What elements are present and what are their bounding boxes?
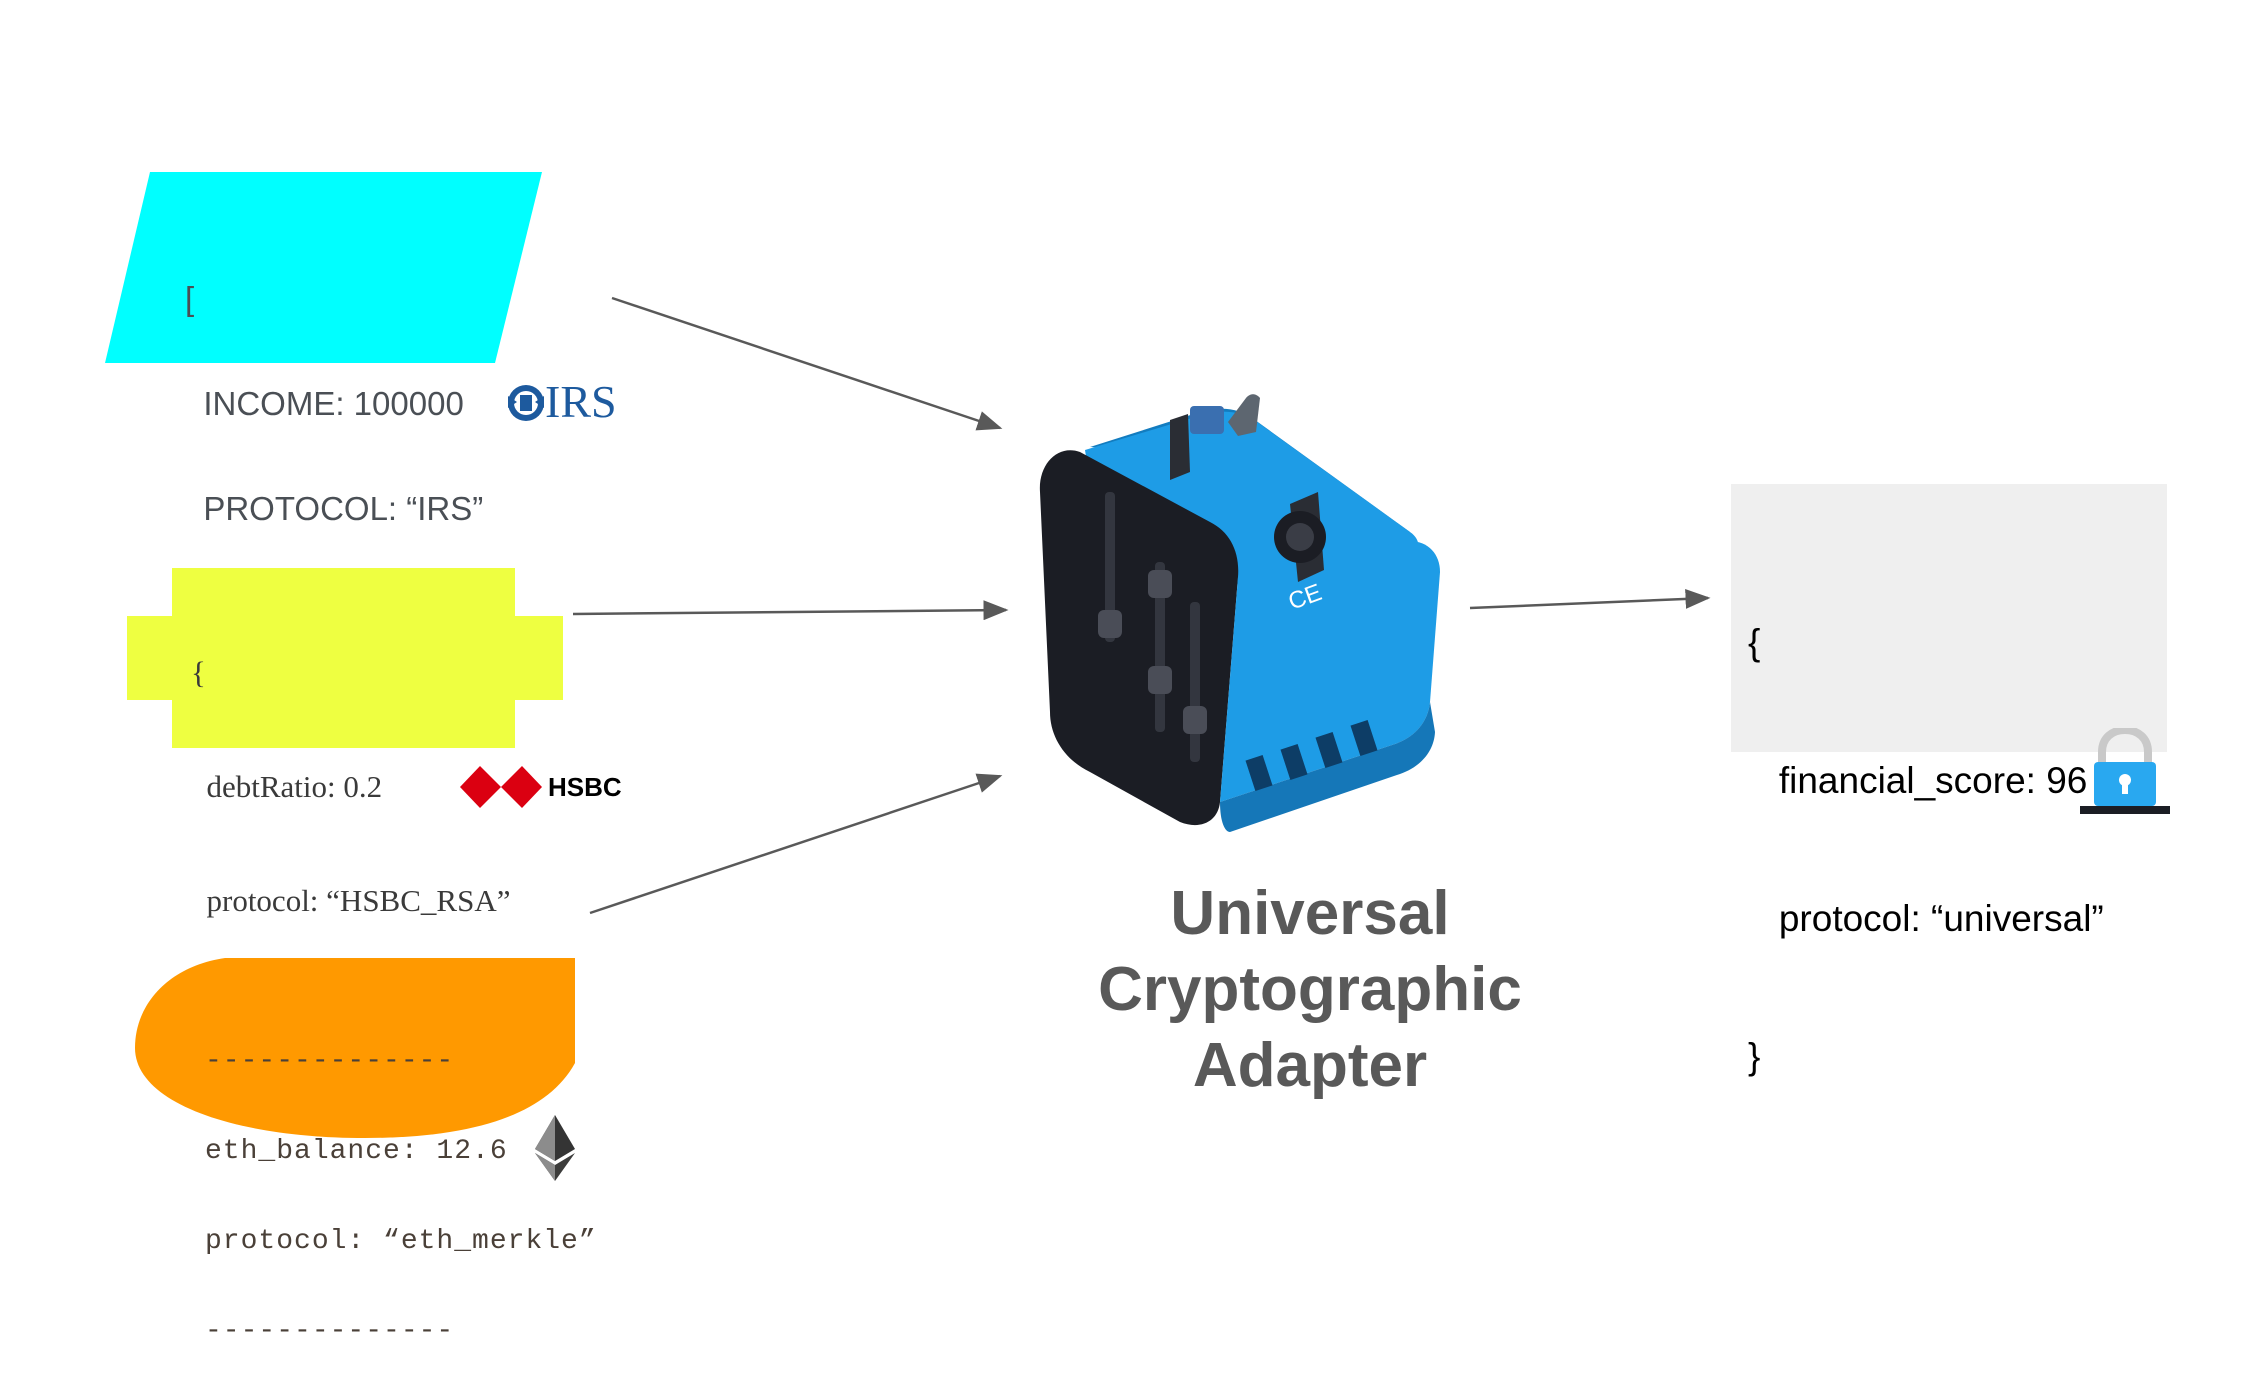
- arrow-eth: [589, 773, 1003, 915]
- output-data-text: { financial_score: 96 protocol: “univers…: [1748, 622, 2104, 1077]
- output-data-box: [1731, 484, 2167, 752]
- hsbc-data-box: [127, 568, 563, 748]
- irs-data-text: [ INCOME: 100000 PROTOCOL: “IRS” ]: [185, 280, 484, 631]
- adapter-image: CE: [1039, 394, 1440, 832]
- adapter-title: Universal Cryptographic Adapter: [1098, 879, 1522, 1100]
- hsbc-logo: HSBC: [460, 764, 622, 810]
- eth-data-text: -------------- eth_balance: 12.6 protoco…: [205, 1046, 597, 1347]
- eth-data-box: [135, 958, 575, 1138]
- irs-eagle-icon: [508, 385, 544, 421]
- irs-logo-text: IRS: [545, 376, 617, 427]
- arrow-irs: [611, 296, 1003, 431]
- arrow-output: [1469, 588, 1711, 610]
- arrows: [572, 296, 1711, 915]
- ethereum-icon: [535, 1115, 575, 1181]
- hsbc-hexagon-icon: [460, 766, 542, 808]
- irs-data-box: [105, 172, 542, 363]
- lock-icon: [2080, 728, 2170, 814]
- irs-logo: IRS: [505, 376, 630, 427]
- arrow-hsbc: [572, 600, 1009, 621]
- hsbc-logo-text: HSBC: [548, 772, 622, 802]
